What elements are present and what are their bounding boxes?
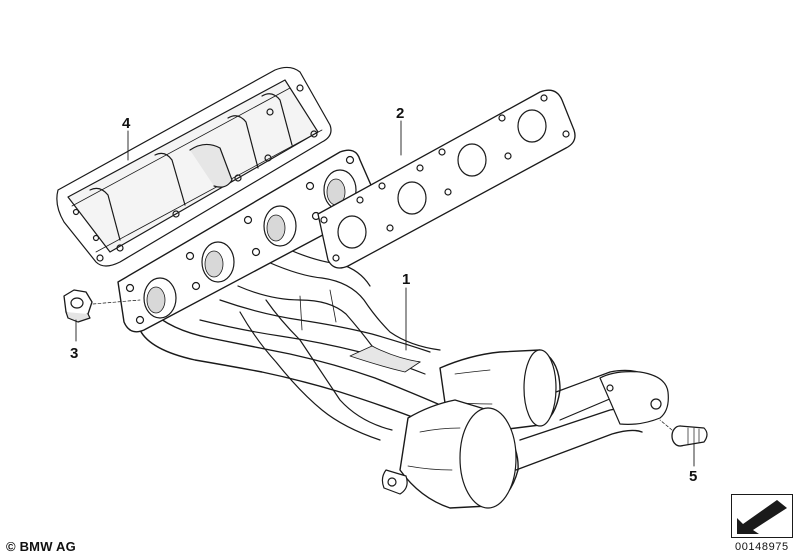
orientation-arrow-icon (731, 494, 793, 538)
leader-lines (75, 120, 695, 467)
callout-4: 4 (122, 115, 131, 132)
document-number: 00148975 (735, 541, 789, 553)
gasket-part-2 (317, 89, 576, 269)
catalytic-converters (381, 349, 669, 509)
callout-labels: 1 2 3 4 5 (70, 105, 697, 485)
callout-1: 1 (402, 271, 410, 288)
exhaust-manifold-part-1 (139, 249, 441, 441)
nut-part-3 (63, 289, 141, 323)
manifold-flange (117, 149, 376, 333)
callout-3: 3 (70, 345, 78, 362)
heat-shield-part-4 (56, 66, 332, 267)
callout-5: 5 (689, 468, 697, 485)
copyright-text: © BMW AG (6, 539, 76, 554)
stud-bolt-part-5 (659, 419, 708, 447)
callout-2: 2 (396, 105, 404, 122)
